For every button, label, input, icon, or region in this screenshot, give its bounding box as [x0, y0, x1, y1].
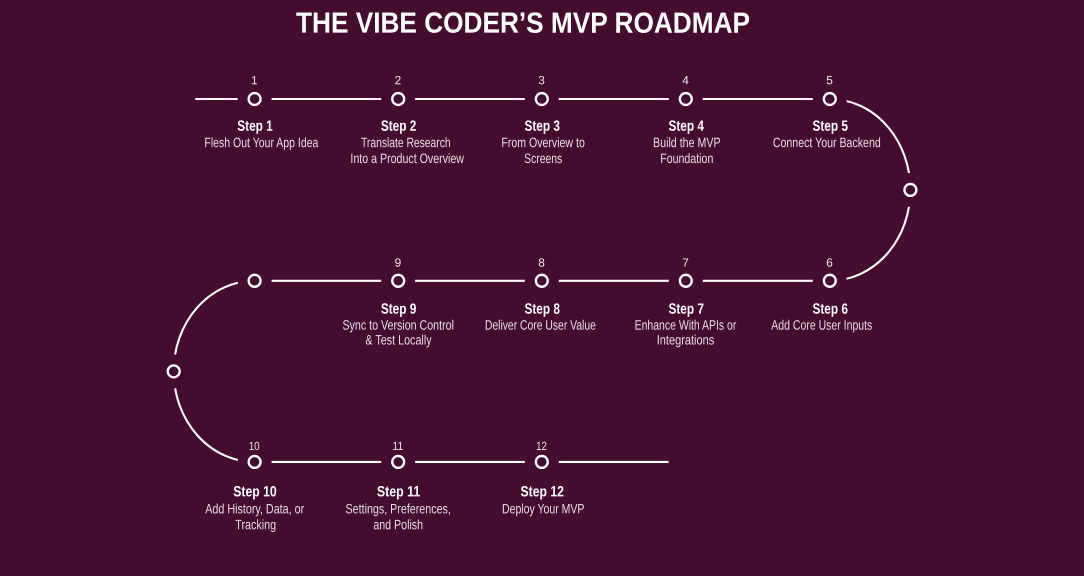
svg-text:Deliver Core User Value: Deliver Core User Value	[485, 318, 596, 333]
svg-text:Step 1: Step 1	[237, 119, 273, 135]
svg-text:Settings, Preferences,: Settings, Preferences,	[346, 501, 451, 516]
svg-text:Integrations: Integrations	[657, 332, 715, 347]
svg-text:THE VIBE CODER’S MVP ROADMAP: THE VIBE CODER’S MVP ROADMAP	[296, 8, 750, 40]
svg-text:Step 11: Step 11	[377, 484, 420, 500]
svg-text:Step 4: Step 4	[668, 119, 704, 135]
svg-text:2: 2	[395, 73, 402, 87]
svg-text:Add Core User Inputs: Add Core User Inputs	[771, 318, 872, 333]
svg-text:Add History, Data, or: Add History, Data, or	[205, 501, 304, 516]
svg-text:Step 3: Step 3	[524, 119, 560, 135]
svg-text:From Overview to: From Overview to	[501, 135, 585, 150]
svg-text:11: 11	[392, 439, 403, 453]
svg-text:& Test Locally: & Test Locally	[365, 332, 431, 347]
svg-text:Enhance With APIs or: Enhance With APIs or	[635, 318, 737, 333]
svg-text:Step 12: Step 12	[520, 484, 563, 500]
svg-text:Step 8: Step 8	[524, 302, 560, 318]
svg-text:Sync to Version Control: Sync to Version Control	[342, 318, 454, 333]
svg-text:9: 9	[395, 256, 402, 270]
svg-text:Translate Research: Translate Research	[361, 135, 451, 150]
svg-text:and Polish: and Polish	[373, 517, 423, 532]
svg-text:5: 5	[826, 73, 833, 87]
svg-text:Foundation: Foundation	[660, 151, 713, 166]
svg-text:8: 8	[538, 256, 545, 270]
svg-text:Deploy Your MVP: Deploy Your MVP	[502, 501, 584, 516]
svg-text:Into a Product Overview: Into a Product Overview	[350, 151, 464, 166]
svg-text:7: 7	[682, 256, 689, 270]
svg-text:10: 10	[249, 439, 260, 453]
svg-text:Tracking: Tracking	[235, 517, 276, 532]
svg-text:3: 3	[538, 73, 545, 87]
svg-text:Connect Your Backend: Connect Your Backend	[773, 135, 881, 150]
svg-text:Step 7: Step 7	[668, 302, 704, 318]
svg-text:Step 6: Step 6	[812, 302, 848, 318]
svg-text:Step 5: Step 5	[812, 119, 848, 135]
svg-text:1: 1	[251, 73, 258, 87]
svg-text:Flesh Out Your App Idea: Flesh Out Your App Idea	[204, 135, 318, 150]
svg-text:Step 9: Step 9	[381, 302, 417, 318]
svg-text:12: 12	[536, 439, 547, 453]
svg-text:Screens: Screens	[524, 151, 562, 166]
svg-text:Step 10: Step 10	[233, 484, 276, 500]
svg-text:6: 6	[826, 256, 833, 270]
svg-text:4: 4	[682, 73, 689, 87]
svg-text:Step 2: Step 2	[381, 119, 417, 135]
svg-text:Build the MVP: Build the MVP	[653, 135, 721, 150]
